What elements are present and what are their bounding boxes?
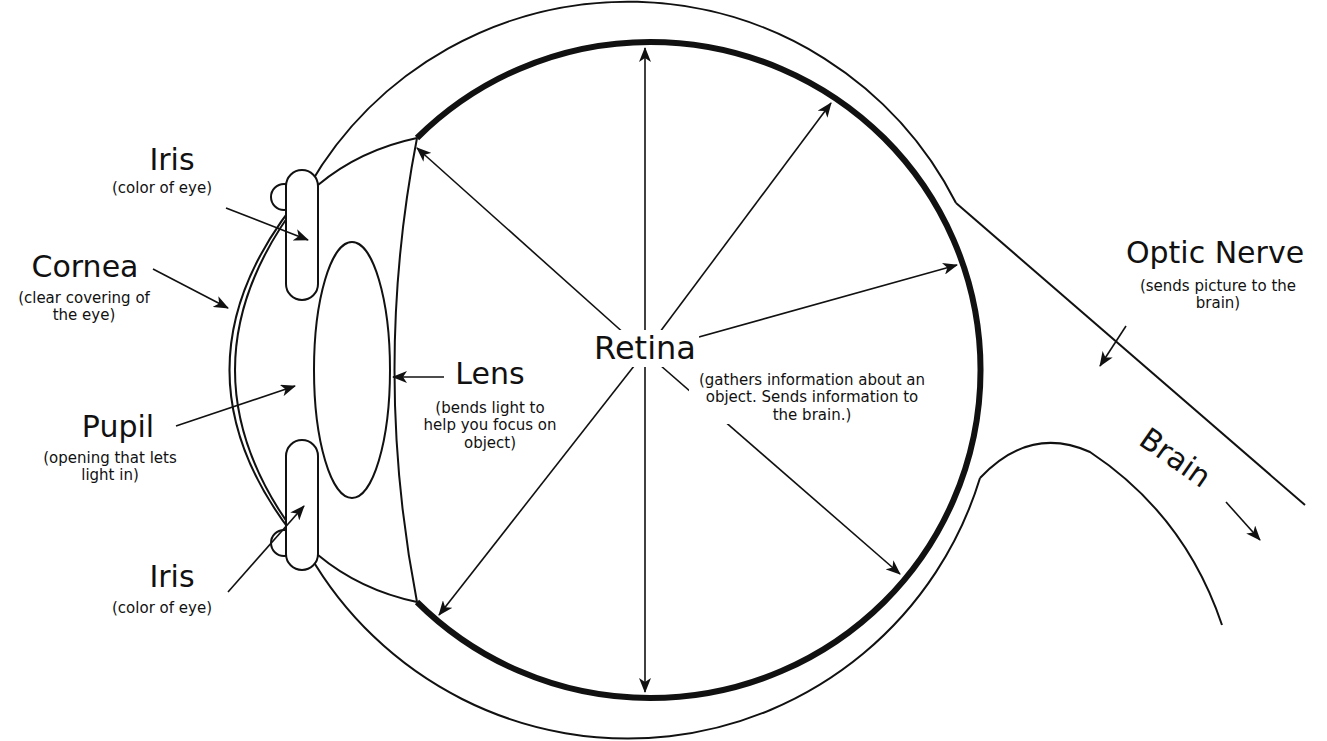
ciliary-line <box>318 555 417 602</box>
leader-arrow <box>176 386 295 426</box>
part-note: (color of eye) <box>92 180 232 197</box>
part-note: (opening that lets light in) <box>40 450 180 485</box>
part-name: Iris <box>149 143 194 178</box>
iris-shape <box>286 440 318 570</box>
part-note: (clear covering of the eye) <box>9 290 159 325</box>
part-name: Optic Nerve <box>1126 236 1304 271</box>
retina-arrow <box>439 352 645 615</box>
leader-arrow <box>228 506 304 592</box>
iris-shape <box>286 170 318 300</box>
optic-nerve-line <box>956 203 1305 505</box>
part-name: Iris <box>149 560 194 595</box>
part-name: Brain <box>1133 421 1217 494</box>
suspensory-line <box>395 138 418 602</box>
part-name: Cornea <box>32 250 139 285</box>
lens-shape <box>314 242 390 498</box>
part-note: (gathers information about an object. Se… <box>689 372 935 424</box>
retina-outline <box>417 42 981 698</box>
leader-arrow <box>1226 502 1260 540</box>
part-note: (color of eye) <box>92 600 232 617</box>
leader-arrow <box>393 376 444 378</box>
retina-arrow <box>644 352 646 692</box>
retina-arrow <box>645 103 831 352</box>
leader-arrow <box>226 208 308 240</box>
part-name: Pupil <box>82 410 154 445</box>
part-name: Retina <box>591 330 699 367</box>
part-note: (bends light to help you focus on object… <box>420 400 560 452</box>
part-name: Lens <box>455 357 524 392</box>
leader-arrow <box>153 269 228 308</box>
retina-arrow <box>644 48 646 352</box>
leader-arrow <box>1100 326 1126 366</box>
ciliary-line <box>318 138 417 185</box>
part-note: (sends picture to the brain) <box>1138 278 1298 313</box>
sclera-outline <box>309 2 956 203</box>
retina-arrow <box>417 148 645 352</box>
